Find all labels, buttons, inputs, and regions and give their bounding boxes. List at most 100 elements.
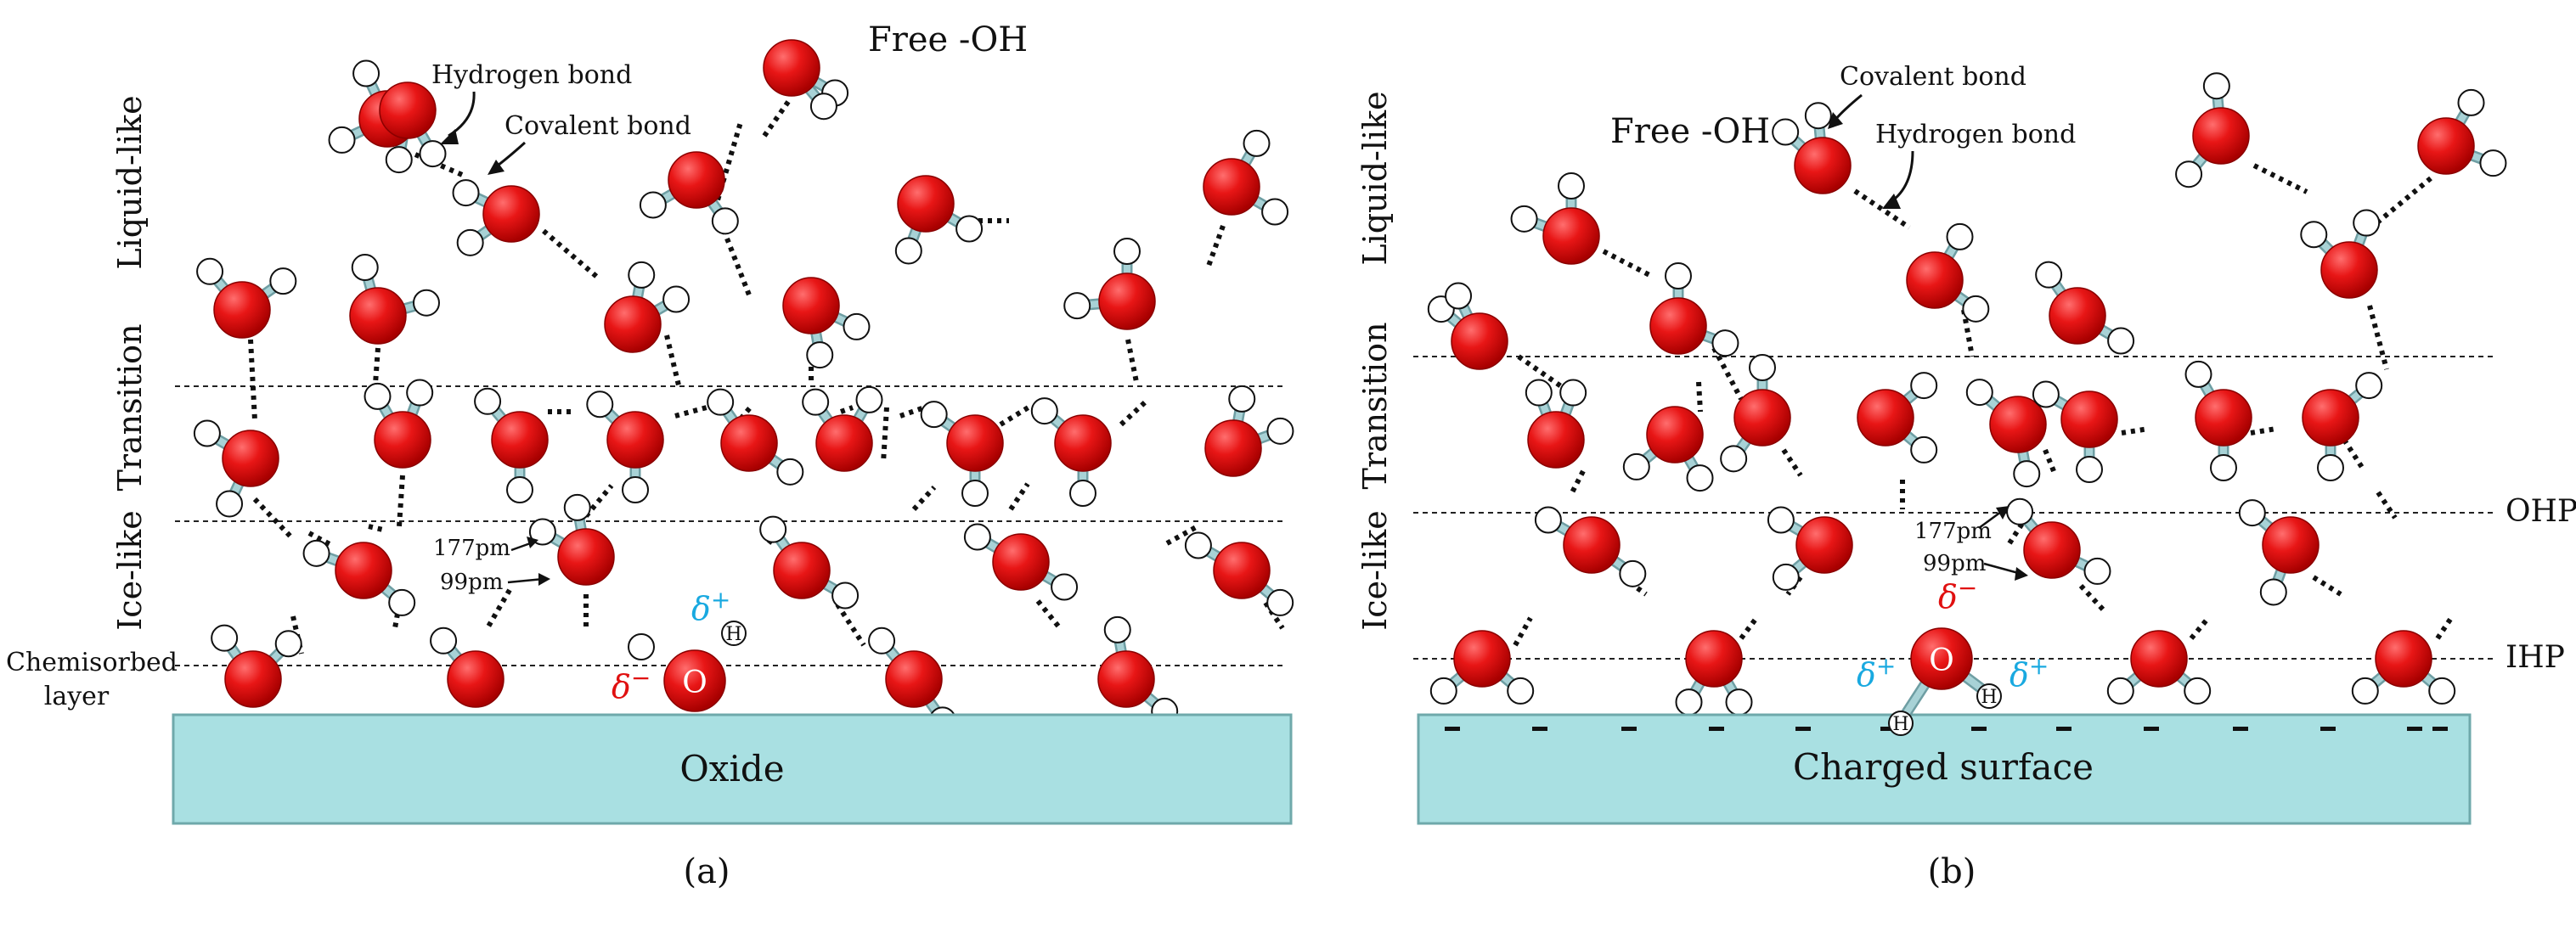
covalent-bond-arrow-b: [1833, 93, 1863, 121]
hydrogen-bond: [1781, 448, 1803, 477]
oxygen-atom: [2130, 630, 2188, 688]
negative-charge: [2233, 727, 2248, 731]
hydrogen-atom: [352, 59, 380, 87]
labelled-hydrogen-a: [721, 621, 747, 646]
hydrogen-atom: [2353, 209, 2381, 237]
hydrogen-bond-arrowhead-b: [1882, 194, 1901, 209]
hydrogen-bond-arrow-a: [448, 91, 476, 138]
oxygen-atom: [946, 414, 1004, 472]
hydrogen-atom: [1711, 329, 1739, 357]
oxygen-symbol: O: [1929, 643, 1954, 678]
covalent-length-a: 99pm: [440, 570, 503, 595]
hydrogen-symbol: H: [1981, 687, 1997, 708]
hydrogen-atom: [2238, 499, 2266, 527]
hydrogen-atom: [894, 237, 922, 265]
hydrogen-atom: [1772, 118, 1800, 146]
region-ice-b: Ice-like: [1356, 510, 1394, 630]
oxygen-atom: [557, 528, 615, 586]
oxygen-symbol: O: [682, 666, 707, 700]
atoms: [193, 39, 2507, 734]
hydrogen-atom: [1113, 238, 1141, 265]
covalent-length-pointer-b: [1983, 562, 2022, 576]
negative-charge: [1795, 727, 1811, 731]
labelled-hydrogen-b-right: [1976, 683, 2002, 709]
oxygen-atom: [2192, 107, 2250, 165]
oxygen-atom: [992, 533, 1050, 591]
hydrogen-bond: [835, 603, 866, 647]
hydrogen-bond: [252, 497, 296, 542]
hydrogen-bond: [2189, 616, 2211, 640]
hydrogen-bond: [711, 202, 753, 299]
surface-oxygen-a: [663, 649, 726, 712]
hydrogen-bond-arrowhead-a: [440, 129, 459, 144]
hydrogen-atom: [1558, 172, 1585, 199]
covalent-length-arrowhead-b: [2015, 567, 2028, 581]
hydrogen-bond: [1205, 224, 1226, 270]
negative-charge: [1971, 727, 1987, 731]
hydrogen-bond: [2121, 426, 2150, 435]
hydrogen-atom: [802, 388, 830, 416]
hydrogen-atom: [628, 633, 655, 660]
surface-label-a: Oxide: [679, 748, 784, 789]
oxygen-atom: [1646, 406, 1704, 464]
hydrogen-atom: [776, 458, 804, 486]
hydrogen-atom: [868, 626, 896, 655]
hydrogen-bond: [2252, 163, 2308, 194]
oxygen-atom: [2262, 516, 2320, 574]
hydrogen-bond-label-b: Hydrogen bond: [1875, 120, 2076, 149]
hydrogen-bond: [2376, 491, 2398, 520]
negative-charge: [1709, 727, 1724, 731]
surface-label-b: Charged surface: [1793, 746, 2094, 788]
hydrogen-atom: [2032, 380, 2060, 408]
hydrogen-bond: [1711, 346, 1744, 401]
hydrogen-bond: [1513, 616, 1533, 647]
oxygen-atom: [1453, 630, 1511, 688]
hydrogen-symbol: H: [1892, 714, 1908, 735]
hydrogen-atom: [1946, 222, 1974, 250]
hydrogen-atom: [1725, 688, 1753, 716]
hydrogen-atom: [1622, 452, 1650, 480]
delta-plus-b-left: δ+: [1857, 652, 1896, 694]
oxygen-atom: [1451, 312, 1508, 370]
hydrogen-bond: [2370, 176, 2432, 230]
ihp-label: IHP: [2506, 640, 2565, 675]
oxygen-atom: [1098, 272, 1156, 330]
hydrogen-bond: [2043, 448, 2058, 477]
hydrogen-atom: [2035, 261, 2063, 289]
hydrogen-atom: [622, 476, 649, 503]
hbond-length-arrowhead-a: [527, 537, 538, 548]
hydrogen-atom: [506, 476, 533, 503]
hydrogen-atom: [831, 581, 860, 610]
hydrogen-bond: [1125, 339, 1139, 383]
hydrogen-atom: [388, 588, 416, 616]
caption-a: (a): [683, 852, 730, 891]
hydrogen-atom: [196, 257, 224, 285]
hydrogen-atom: [2006, 497, 2034, 525]
hydrogen-atom: [759, 515, 787, 543]
hydrogen-atom: [2317, 454, 2344, 481]
negative-charge: [1621, 727, 1637, 731]
hydrogen-atom: [2184, 360, 2212, 388]
oxygen-atom: [1097, 650, 1155, 708]
hydrogen-atom: [412, 289, 440, 317]
hydrogen-atom: [1559, 379, 1587, 407]
oxide-surface: [172, 713, 1293, 825]
oxygen-atom: [447, 650, 504, 708]
hydrogen-atom: [419, 140, 447, 168]
hydrogen-bond: [307, 531, 333, 548]
covalent-bond-label-b: Covalent bond: [1840, 62, 2026, 92]
chemisorbed-label: Chemisorbed: [6, 648, 178, 677]
hydrogen-bond: [248, 339, 257, 421]
hydrogen-bond: [1853, 188, 1911, 230]
hydrogen-bond: [911, 485, 937, 512]
hydrogen-atom: [920, 401, 948, 429]
hydrogen-atom: [855, 385, 883, 413]
hydrogen-bond: [674, 405, 707, 419]
hydrogen-bond: [1035, 599, 1063, 630]
hydrogen-bond: [1602, 249, 1654, 279]
hydrogen-atom: [1749, 354, 1776, 381]
delta-plus-b-right: δ+: [2010, 652, 2049, 694]
surface-oxygen-b: [1910, 627, 1973, 690]
oxygen-atom: [1906, 251, 1964, 309]
